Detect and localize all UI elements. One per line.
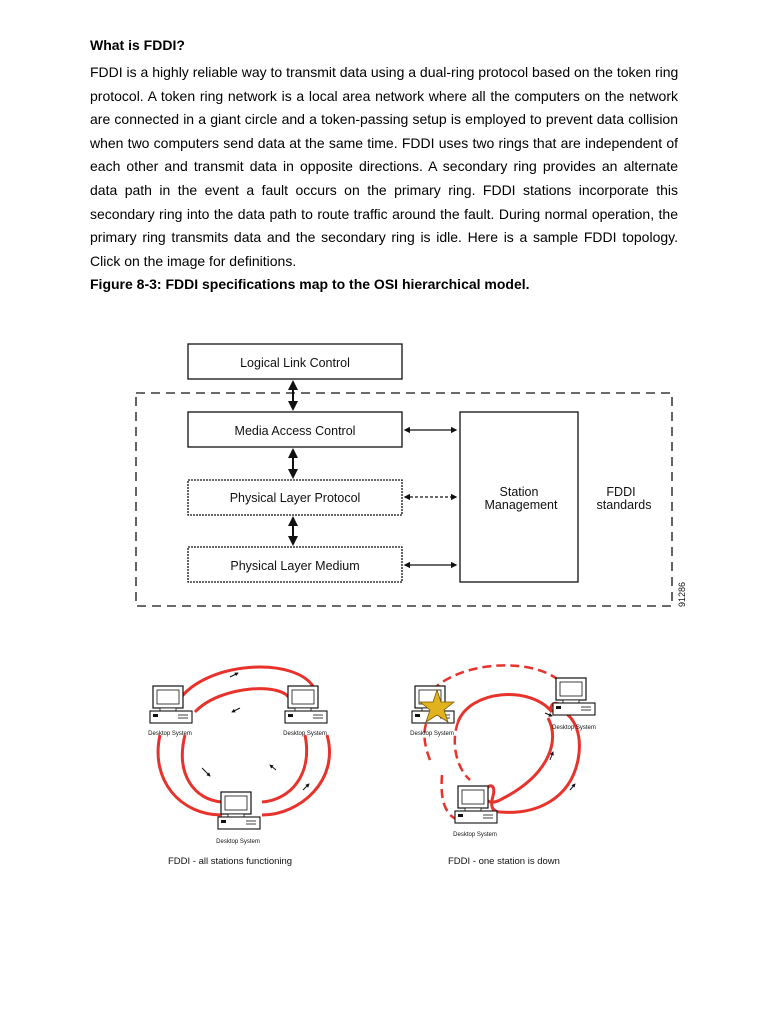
direction-arrow-icon — [302, 783, 310, 791]
section-heading: What is FDDI? — [90, 37, 185, 53]
ring-outer-left — [156, 734, 223, 817]
smt-label-line2: Management — [485, 498, 558, 512]
star-icon — [418, 688, 456, 723]
phy-label: Physical Layer Protocol — [230, 491, 361, 505]
direction-arrow-icon — [231, 707, 241, 713]
ring-caption-right: FDDI - one station is down — [448, 856, 560, 867]
desktop-computer-icon[interactable] — [552, 677, 596, 716]
ring-outer-top — [174, 665, 317, 706]
pmd-label: Physical Layer Medium — [230, 559, 359, 573]
station-label: Desktop System — [283, 731, 327, 737]
phy-box[interactable]: Physical Layer Protocol — [187, 479, 403, 516]
llc-label: Logical Link Control — [240, 356, 350, 370]
figure-caption: Figure 8-3: FDDI specifications map to t… — [90, 276, 530, 292]
mac-box[interactable]: Media Access Control — [187, 411, 403, 448]
ring-diagram-all-functioning[interactable]: Desktop System Desktop System Desktop Sy… — [148, 665, 331, 867]
fddi-standards-label-line1: FDDI — [606, 485, 635, 499]
fddi-standards-label-line2: standards — [597, 498, 652, 512]
paragraph-line: primary ring transmits data and the seco… — [90, 229, 678, 246]
direction-arrow-icon — [269, 764, 277, 771]
direction-arrow-icon — [229, 672, 239, 678]
direction-arrow-icon — [549, 751, 554, 761]
paragraph-line: protocol. A token ring network is a loca… — [90, 87, 678, 104]
station-label: Desktop System — [148, 731, 192, 737]
paragraph-line: when two computers send data at the same… — [90, 134, 678, 151]
paragraph-line: Click on the image for definitions. — [90, 252, 297, 269]
station-label: Desktop System — [552, 725, 596, 731]
desktop-computer-icon[interactable] — [284, 685, 328, 724]
smt-label-line1: Station — [500, 485, 539, 499]
osi-model-diagram[interactable]: Logical Link Control Media Access Contro… — [135, 343, 687, 607]
paragraph-line: FDDI is a highly reliable way to transmi… — [90, 64, 679, 80]
ring-inner-left — [180, 734, 223, 804]
smt-box[interactable]: Station Management — [459, 411, 579, 583]
direction-arrow-icon — [201, 767, 211, 777]
pmd-box[interactable]: Physical Layer Medium — [187, 546, 403, 583]
body-paragraph: FDDI is a highly reliable way to transmi… — [90, 61, 678, 273]
paragraph-line: data path in the event a fault occurs on… — [90, 181, 678, 198]
desktop-computer-icon[interactable] — [217, 791, 261, 830]
direction-arrow-icon — [569, 783, 576, 791]
figure-code: 91286 — [677, 582, 687, 607]
ring-inner-top — [456, 693, 554, 723]
ring-diagram-one-station-down[interactable]: Desktop System Desktop System Desktop Sy… — [410, 664, 596, 867]
llc-box[interactable]: Logical Link Control — [187, 343, 403, 380]
station-label: Desktop System — [216, 839, 260, 845]
ring-outer-top-dashed — [431, 664, 567, 691]
paragraph-line: are connected in a giant circle and a to… — [90, 111, 678, 128]
direction-arrow-icon — [544, 712, 553, 717]
paragraph-line: each other and transmit data in opposite… — [90, 158, 678, 175]
ring-inner-left-dashed — [453, 721, 471, 781]
mac-label: Media Access Control — [235, 424, 356, 438]
ring-inner-right — [261, 734, 308, 804]
ring-outer-right — [261, 734, 331, 817]
ring-caption-left: FDDI - all stations functioning — [168, 856, 292, 867]
station-label: Desktop System — [410, 731, 454, 737]
ring-inner-right — [499, 717, 555, 802]
paragraph-line: secondary ring into the data path to rou… — [90, 205, 678, 222]
ring-inner-top — [193, 687, 292, 714]
station-label: Desktop System — [453, 832, 497, 838]
